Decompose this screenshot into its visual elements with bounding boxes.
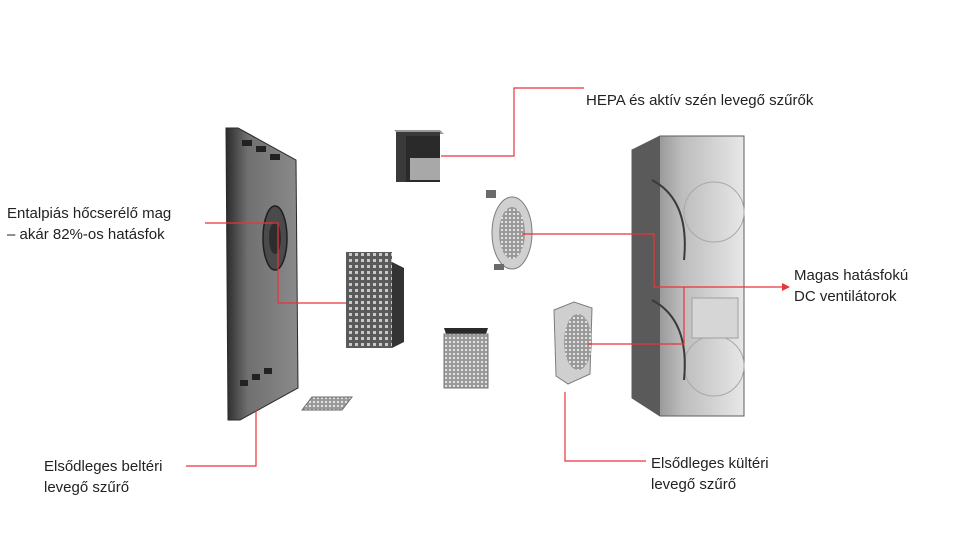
lower-dc-fan xyxy=(553,301,593,385)
label-indoor-filter: Elsődleges beltéri levegő szűrő xyxy=(44,456,162,498)
upper-dc-fan xyxy=(486,190,533,270)
label-hepa-filters: HEPA és aktív szén levegő szűrők xyxy=(586,90,813,111)
label-outdoor-line1: Elsődleges kültéri xyxy=(651,455,769,472)
callout-arrowhead xyxy=(782,283,790,291)
callout-line-indoor-filter xyxy=(186,410,257,467)
label-outdoor-filter: Elsődleges kültéri levegő szűrő xyxy=(651,453,769,495)
label-hepa-line1: HEPA és aktív szén levegő szűrők xyxy=(586,92,814,109)
main-housing xyxy=(631,135,745,417)
callout-lines xyxy=(186,87,782,467)
callout-line-hepa xyxy=(441,87,584,157)
label-core-line1: Entalpiás hőcserélő mag xyxy=(7,205,172,222)
callout-line-outdoor-filter xyxy=(564,392,646,462)
label-core-line2: – akár 82%-os hatásfok xyxy=(7,226,165,243)
label-dc-fans: Magas hatásfokú DC ventilátorok xyxy=(794,265,908,307)
callout-line-fan-upper xyxy=(522,233,782,288)
label-heat-exchanger: Entalpiás hőcserélő mag – akár 82%-os ha… xyxy=(7,203,171,245)
indoor-mesh-filter xyxy=(300,396,354,411)
outdoor-pleated-filter xyxy=(443,328,489,389)
front-panel xyxy=(225,127,299,421)
hepa-carbon-filter xyxy=(394,130,444,182)
callout-line-core xyxy=(205,222,346,304)
heat-exchanger-core xyxy=(346,252,404,348)
callout-line-fan-lower xyxy=(588,287,685,345)
label-fans-line1: Magas hatásfokú xyxy=(794,267,909,284)
label-outdoor-line2: levegő szűrő xyxy=(651,476,737,493)
label-indoor-line1: Elsődleges beltéri xyxy=(44,458,163,475)
label-fans-line2: DC ventilátorok xyxy=(794,288,897,305)
label-indoor-line2: levegő szűrő xyxy=(44,479,130,496)
